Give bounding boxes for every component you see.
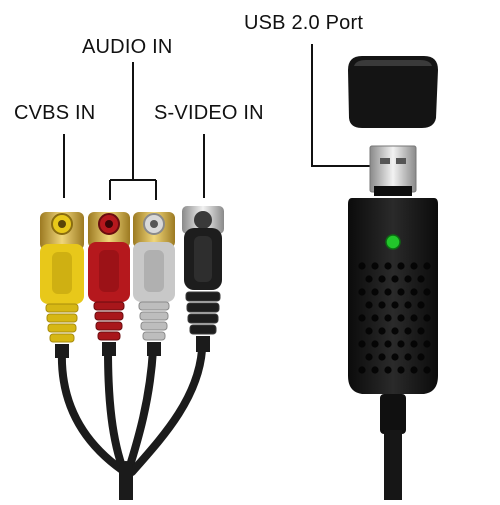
vent-hole <box>423 340 431 348</box>
cable-svideo <box>128 346 206 476</box>
audio-in-label: AUDIO IN <box>82 36 173 58</box>
vent-hole <box>391 301 399 309</box>
usb-port-label: USB 2.0 Port <box>244 12 364 34</box>
vent-hole <box>391 327 399 335</box>
usb-plug <box>369 145 417 196</box>
audio-leader-line <box>109 62 157 200</box>
vent-hole <box>404 353 412 361</box>
vent-hole <box>404 301 412 309</box>
vent-hole <box>365 327 373 335</box>
leader-lines <box>63 44 372 200</box>
vent-hole <box>365 275 373 283</box>
usb-cap <box>348 56 438 128</box>
vent-hole <box>371 340 379 348</box>
cvbs-in-label: CVBS IN <box>14 102 96 124</box>
vent-hole <box>397 288 405 296</box>
vent-hole <box>423 262 431 270</box>
vent-hole <box>410 314 418 322</box>
cable-audio-left <box>104 346 128 476</box>
svideo-connector <box>182 206 224 352</box>
vent-hole <box>365 353 373 361</box>
vent-hole <box>371 314 379 322</box>
vent-hole <box>417 275 425 283</box>
vent-hole <box>358 366 366 374</box>
vent-hole <box>423 314 431 322</box>
cable-audio-right <box>124 346 157 476</box>
vent-holes <box>358 262 431 374</box>
vent-hole <box>365 301 373 309</box>
vent-hole <box>423 288 431 296</box>
svideo-in-label: S-VIDEO IN <box>154 102 264 124</box>
audio-left-connector <box>88 212 130 356</box>
vent-hole <box>378 301 386 309</box>
vent-hole <box>384 340 392 348</box>
vent-hole <box>371 288 379 296</box>
vent-hole <box>378 353 386 361</box>
vent-hole <box>384 366 392 374</box>
vent-hole <box>397 262 405 270</box>
vent-hole <box>371 366 379 374</box>
vent-hole <box>358 340 366 348</box>
vent-hole <box>358 262 366 270</box>
vent-hole <box>384 262 392 270</box>
vent-hole <box>397 340 405 348</box>
vent-hole <box>410 366 418 374</box>
dongle-body <box>348 198 438 500</box>
usb-leader-line <box>311 44 372 167</box>
vent-hole <box>417 327 425 335</box>
vent-hole <box>404 327 412 335</box>
vent-hole <box>391 353 399 361</box>
vent-hole <box>397 366 405 374</box>
vent-hole <box>423 366 431 374</box>
cables <box>57 346 206 505</box>
vent-hole <box>391 275 399 283</box>
vent-hole <box>410 262 418 270</box>
vent-hole <box>384 288 392 296</box>
vent-hole <box>410 288 418 296</box>
vent-hole <box>417 353 425 361</box>
vent-hole <box>404 275 412 283</box>
vent-hole <box>410 340 418 348</box>
vent-hole <box>384 314 392 322</box>
cable-cvbs <box>57 346 126 474</box>
vent-hole <box>378 327 386 335</box>
vent-hole <box>358 314 366 322</box>
cvbs-connector <box>40 212 84 358</box>
status-led-icon <box>385 234 401 250</box>
vent-hole <box>358 288 366 296</box>
vent-hole <box>397 314 405 322</box>
vent-hole <box>417 301 425 309</box>
vent-hole <box>378 275 386 283</box>
vent-hole <box>371 262 379 270</box>
audio-right-connector <box>133 212 175 356</box>
